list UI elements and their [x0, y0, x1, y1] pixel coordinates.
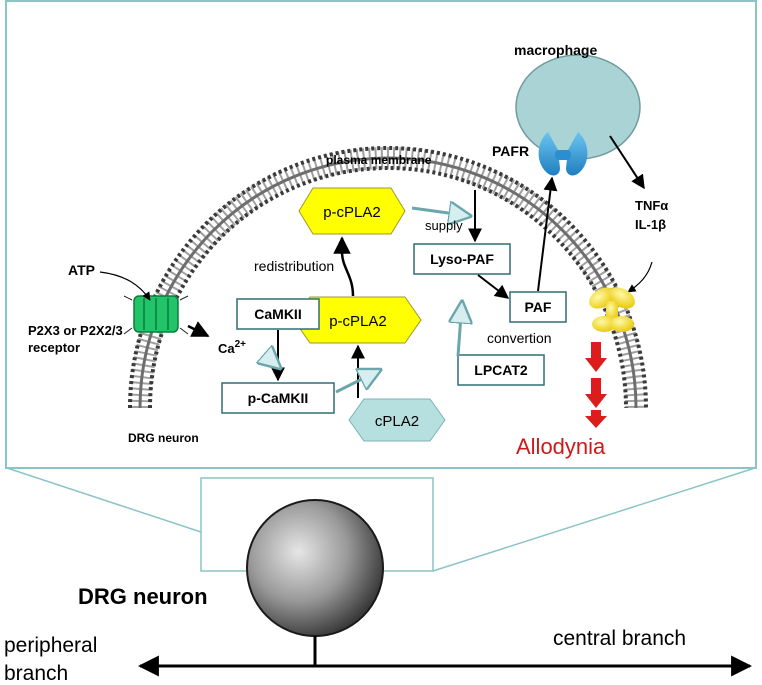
- lyso-paf-box: [413, 243, 511, 275]
- camkii-label: CaMKII: [254, 306, 301, 322]
- tnfa-label: TNFα: [635, 198, 668, 213]
- redistribution-label: redistribution: [254, 258, 334, 274]
- pafr-receptor-icon: [538, 132, 588, 176]
- arrow-pcamkii-to-pcpla2: [335, 370, 380, 394]
- supply-label: supply: [425, 218, 463, 233]
- cytokine-receptor-icon: [589, 287, 635, 332]
- p-camkii-label: p-CaMKII: [248, 390, 309, 406]
- peripheral-label-line2: branch: [4, 662, 68, 685]
- zoom-line-right: [432, 467, 756, 572]
- calcium-label: Ca2+: [218, 339, 246, 356]
- drg-neuron-label: DRG neuron: [78, 584, 208, 609]
- arrow-ca-to-pcamkii: [264, 354, 280, 368]
- drg-neuron-sphere: [246, 499, 384, 637]
- paf-box: [509, 291, 567, 323]
- peripheral-label-line1: peripheral: [4, 634, 97, 657]
- pafr-label: PAFR: [492, 143, 529, 159]
- drg-neuron-small-label: DRG neuron: [128, 431, 199, 445]
- p2x-receptor-icon: [123, 295, 189, 335]
- p-camkii-box: [221, 382, 335, 414]
- ca-influx-arrow: [187, 321, 210, 338]
- cpla2-label: cPLA2: [375, 413, 419, 430]
- p-cpla2-top-hexagon: [298, 187, 406, 235]
- arrow-redistribution: [333, 236, 355, 297]
- arrow-lpcat2-to-paf: [458, 302, 462, 357]
- atp-arrow: [99, 271, 151, 301]
- arrow-lyso-to-paf: [477, 274, 510, 299]
- atp-label: ATP: [68, 262, 95, 278]
- lpcat2-box: [457, 354, 545, 386]
- arrow-tnf-to-receptor: [627, 261, 653, 293]
- allodynia-label: Allodynia: [516, 434, 606, 459]
- receptor-label-line2: receptor: [28, 340, 80, 355]
- camkii-box: [236, 298, 320, 330]
- plasma-membrane-label: plasma membrane: [326, 153, 432, 167]
- cpla2-hexagon: [348, 398, 446, 442]
- convertion-label: convertion: [487, 330, 552, 346]
- paf-label: PAF: [525, 299, 552, 315]
- lpcat2-label: LPCAT2: [474, 362, 528, 378]
- zoom-line-left: [6, 467, 202, 533]
- arrow-paf-to-pafr: [537, 176, 558, 292]
- allodynia-arrows: [585, 342, 607, 428]
- il1b-label: IL-1β: [635, 217, 666, 232]
- arrow-supply: [411, 208, 470, 216]
- arrow-macrophage-to-tnf: [609, 135, 645, 190]
- lyso-paf-label: Lyso-PAF: [430, 251, 494, 267]
- p-cpla2-top-label: p-cPLA2: [323, 204, 381, 221]
- p-cpla2-mid-label: p-cPLA2: [329, 313, 387, 330]
- macrophage-label: macrophage: [514, 42, 597, 58]
- receptor-label-line1: P2X3 or P2X2/3: [28, 323, 123, 338]
- central-branch-label: central branch: [553, 627, 686, 650]
